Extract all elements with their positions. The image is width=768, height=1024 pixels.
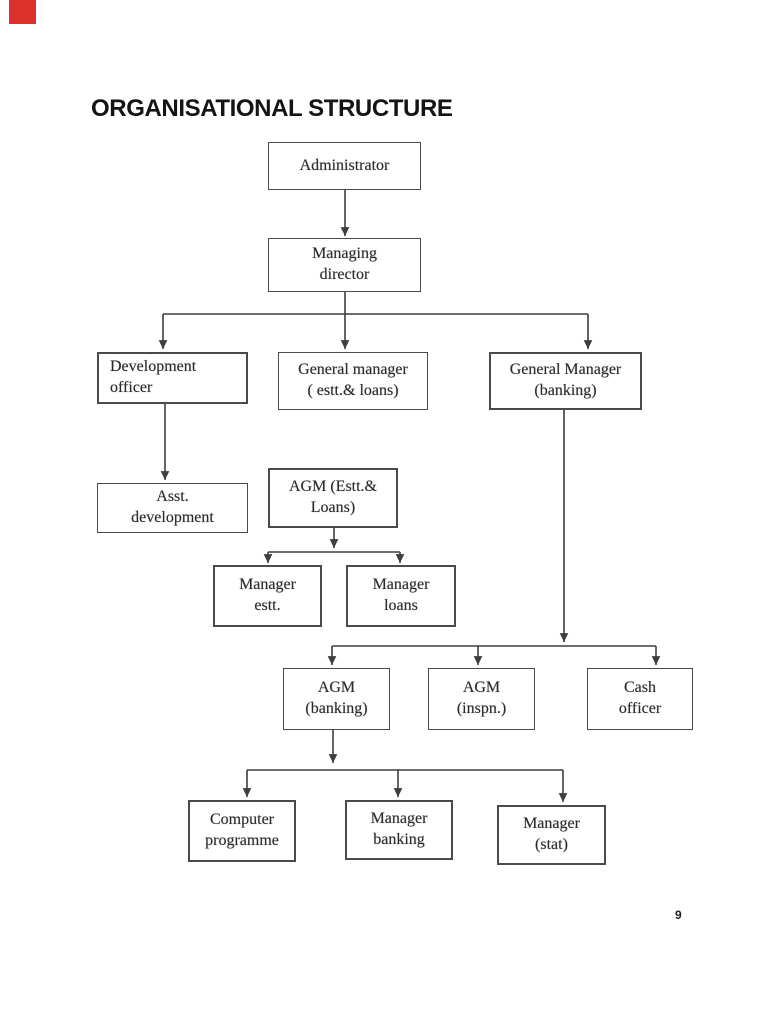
node-manager-stat: Manager (stat) [497, 805, 606, 865]
node-agm-inspn: AGM (inspn.) [428, 668, 535, 730]
node-general-manager-banking: General Manager (banking) [489, 352, 642, 410]
node-manager-banking: Manager banking [345, 800, 453, 860]
node-general-manager-estt-loans: General manager ( estt.& loans) [278, 352, 428, 410]
node-development-officer: Development officer [97, 352, 248, 404]
node-agm-banking: AGM (banking) [283, 668, 390, 730]
node-asst-development: Asst. development [97, 483, 248, 533]
page-title: ORGANISATIONAL STRUCTURE [91, 95, 453, 122]
scan-artifact-mark [9, 0, 36, 24]
node-manager-loans: Manager loans [346, 565, 456, 627]
node-computer-programme: Computer programme [188, 800, 296, 862]
node-cash-officer: Cash officer [587, 668, 693, 730]
node-agm-estt-loans: AGM (Estt.& Loans) [268, 468, 398, 528]
node-managing-director: Managing director [268, 238, 421, 292]
page-number: 9 [675, 908, 682, 922]
node-manager-estt: Manager estt. [213, 565, 322, 627]
node-administrator: Administrator [268, 142, 421, 190]
